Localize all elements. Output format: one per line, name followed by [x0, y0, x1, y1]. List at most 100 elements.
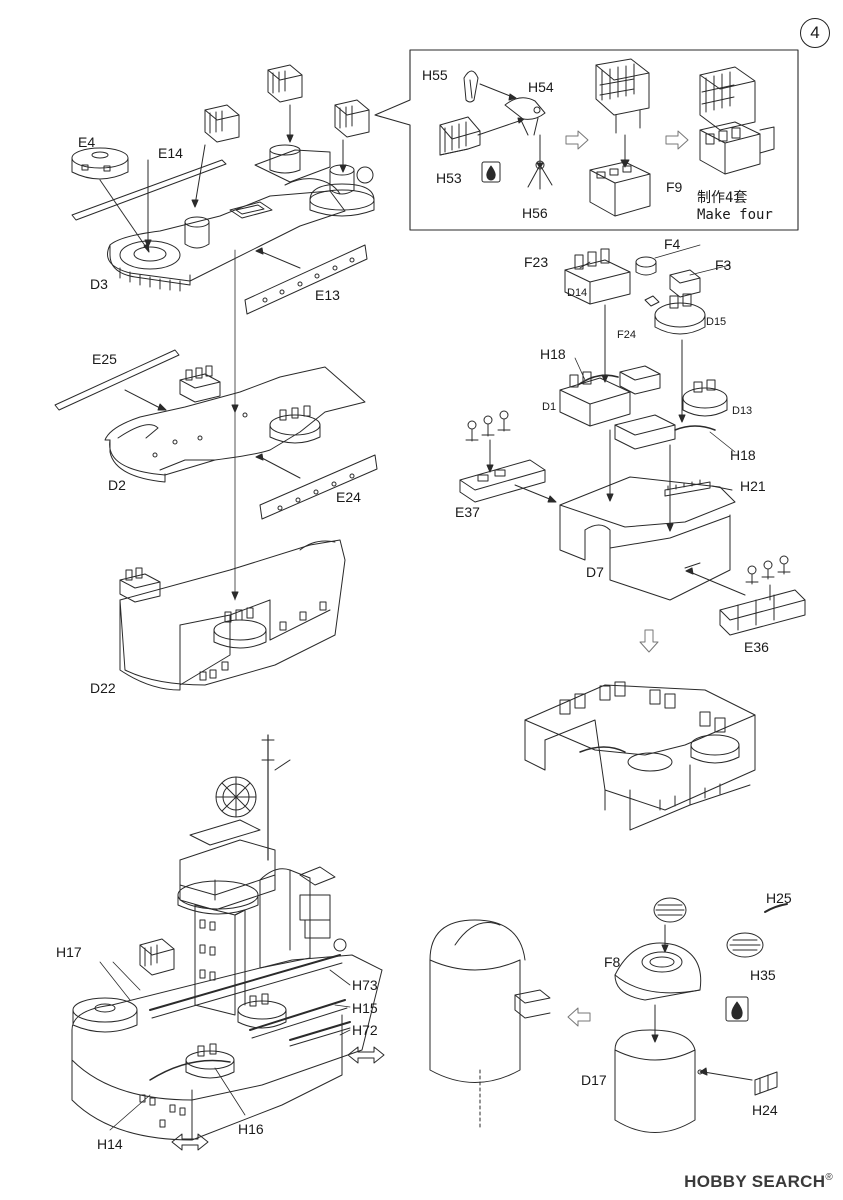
label-h55: H55 [422, 67, 448, 83]
part-e24 [259, 454, 378, 520]
note-chinese: 制作4套 [697, 190, 748, 206]
make-four-note: 制作4套 Make four [697, 190, 773, 224]
radar-director-3 [334, 99, 370, 173]
label-f23: F23 [524, 254, 549, 270]
watermark-brand: HOBBY SEARCH [684, 1172, 826, 1191]
label-h18-upper: H18 [540, 346, 566, 362]
right-assembly [459, 248, 806, 831]
left-director [139, 938, 175, 976]
note-english: Make four [697, 207, 773, 223]
label-e14: E14 [158, 145, 183, 161]
deck-mount-center [185, 1043, 235, 1079]
label-f3: F3 [715, 257, 732, 273]
label-h17: H17 [56, 944, 82, 960]
part-e14 [71, 159, 227, 221]
assembled-bridge-tower [71, 734, 385, 1151]
part-h21 [664, 481, 711, 497]
part-e25 [54, 349, 180, 411]
label-h53: H53 [436, 170, 462, 186]
part-d14 [564, 248, 631, 305]
outline-arrow-icon [565, 130, 589, 150]
label-e25: E25 [92, 351, 117, 367]
d22-assembly [119, 539, 346, 691]
label-e13: E13 [315, 287, 340, 303]
glue-drop-icon-2 [725, 996, 749, 1022]
label-f9: F9 [666, 179, 683, 195]
label-d22: D22 [90, 680, 116, 696]
hatch [229, 201, 273, 219]
watermark-reg: ® [825, 1172, 833, 1183]
e36-guns [745, 555, 791, 585]
part-h54 [504, 97, 546, 136]
label-h15: H15 [352, 1000, 378, 1016]
grille-disc-top [653, 897, 687, 923]
part-h25 [764, 903, 788, 913]
e37-guns [465, 410, 511, 442]
d2-gun-mount-left [179, 365, 221, 403]
part-e36 [719, 589, 806, 636]
label-h18-lower: H18 [730, 447, 756, 463]
label-e36: E36 [744, 639, 769, 655]
label-h35: H35 [750, 967, 776, 983]
label-e4: E4 [78, 134, 96, 150]
label-h16: H16 [238, 1121, 264, 1137]
label-h21: H21 [740, 478, 766, 494]
label-d3: D3 [90, 276, 108, 292]
funnel-assembly [429, 897, 788, 1133]
d3-assembly [71, 64, 375, 601]
label-d1: D1 [542, 401, 557, 413]
part-h53 [439, 116, 481, 156]
part-h56 [527, 134, 553, 190]
outline-arrow-down-icon [639, 629, 659, 653]
label-f4: F4 [664, 236, 681, 252]
label-e24: E24 [336, 489, 361, 505]
label-h14: H14 [97, 1136, 123, 1152]
label-h25: H25 [766, 890, 792, 906]
leader-h55 [479, 83, 516, 99]
assembled-superstructure-right [524, 681, 756, 831]
label-f24: F24 [617, 329, 636, 341]
label-e37: E37 [455, 504, 480, 520]
label-h24: H24 [752, 1102, 778, 1118]
part-d13 [614, 379, 728, 450]
outline-arrow-icon-2 [665, 130, 689, 150]
subassembly-callout-box [374, 49, 799, 231]
outline-arrow-left-icon [567, 1007, 591, 1027]
part-d7 [559, 476, 736, 601]
part-h24 [754, 1071, 778, 1096]
label-leaders [99, 244, 736, 1131]
d22-gun-mount [224, 607, 254, 623]
label-d15: D15 [706, 316, 727, 328]
label-f8: F8 [604, 954, 621, 970]
radar-director-2 [267, 64, 303, 143]
part-d17 [614, 1029, 703, 1133]
part-e37 [459, 459, 546, 503]
part-radar-array [595, 58, 650, 134]
radar-director-1 [191, 104, 240, 208]
part-h55 [463, 70, 479, 103]
part-f24 [644, 295, 660, 307]
label-h72: H72 [352, 1022, 378, 1038]
deck-mount-right [237, 993, 287, 1029]
rotate-view-icon [347, 1046, 385, 1064]
assembled-funnel [429, 919, 551, 1131]
part-d15 [654, 293, 706, 335]
hull-windows [139, 1094, 186, 1128]
part-e13 [244, 244, 368, 315]
label-d13: D13 [732, 405, 753, 417]
part-f8 [614, 942, 702, 1001]
rotate-view-icon-2 [171, 1133, 209, 1151]
hobby-search-watermark: HOBBY SEARCH® [684, 1172, 833, 1192]
glue-drop-icon [481, 161, 501, 183]
label-h56: H56 [522, 205, 548, 221]
tower-windows [199, 919, 216, 981]
label-d2: D2 [108, 477, 126, 493]
radar-dish [215, 776, 257, 818]
assembled-director [699, 66, 775, 175]
part-e4 [71, 147, 129, 180]
step-number-badge: 4 [800, 18, 830, 48]
part-f3 [669, 269, 701, 298]
part-d1 [559, 365, 661, 427]
